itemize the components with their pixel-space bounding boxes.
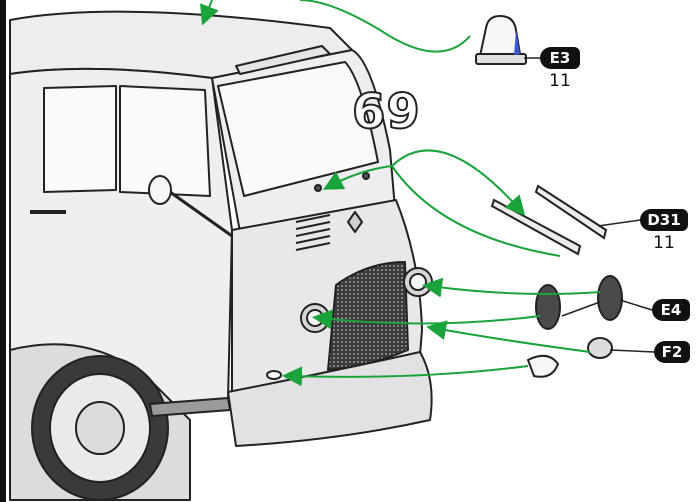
part-label-e4: E4 bbox=[652, 299, 690, 321]
part-label-d31: D31 bbox=[640, 209, 688, 231]
part-label-f2: F2 bbox=[654, 341, 690, 363]
step-number: 69 bbox=[352, 84, 421, 140]
part-label-e3: E3 bbox=[540, 47, 580, 69]
part-qty-d31: 11 bbox=[640, 233, 688, 253]
part-qty-e3: 11 bbox=[540, 71, 580, 91]
